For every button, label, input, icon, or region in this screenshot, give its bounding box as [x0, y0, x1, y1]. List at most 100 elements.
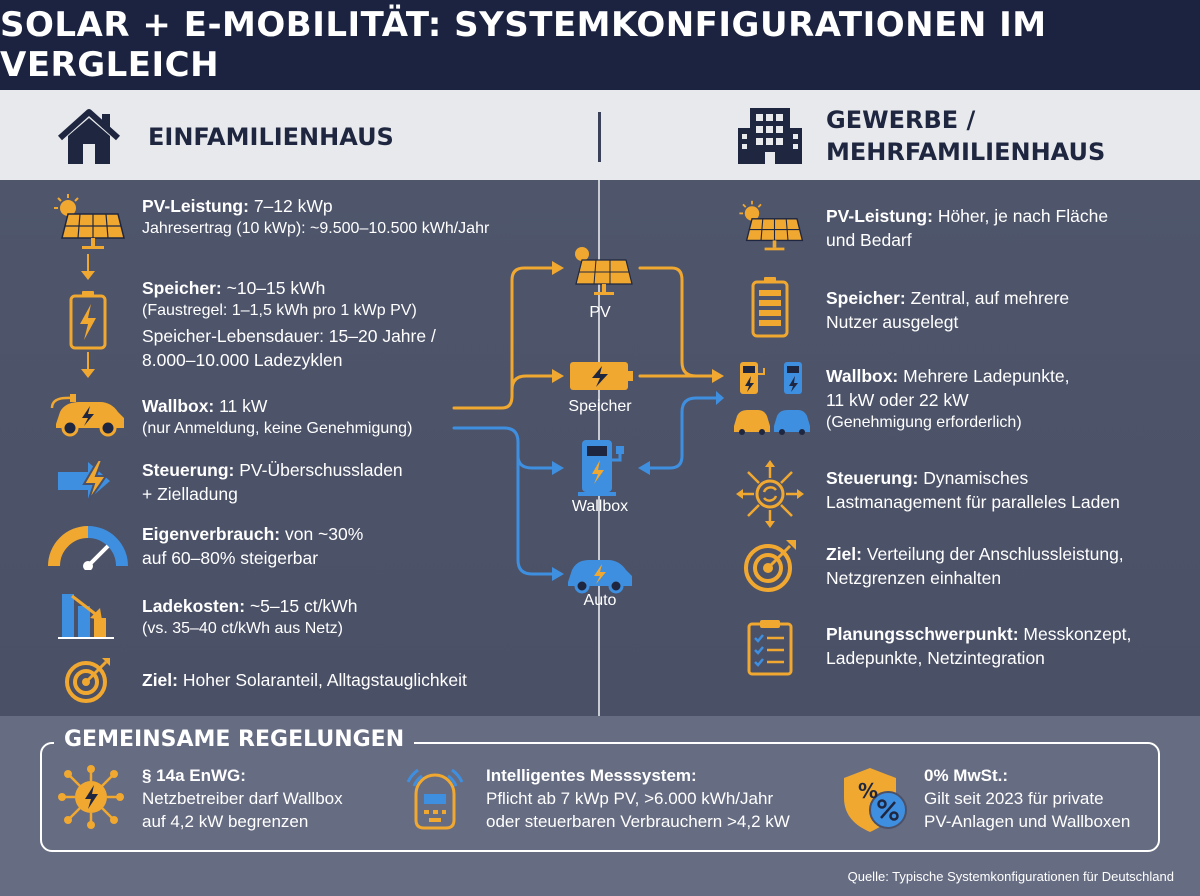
battery-full-icon [751, 277, 789, 338]
left-speicher-extra2: 8.000–10.000 Ladezyklen [142, 350, 343, 370]
left-header-title: EINFAMILIENHAUS [148, 123, 394, 151]
left-steuerung-line2: + Zielladung [142, 484, 238, 504]
rule-mwst-line1: Gilt seit 2023 für private [924, 789, 1104, 808]
left-kosten-sub: (vs. 35–40 ct/kWh aus Netz) [142, 620, 343, 637]
source-note: Quelle: Typische Systemkonfigurationen f… [847, 869, 1174, 884]
flow-wallbox-node-icon [578, 440, 624, 496]
right-wallbox-value: Mehrere Ladepunkte, [898, 366, 1070, 386]
rule-14a-line2: auf 4,2 kW begrenzen [142, 812, 309, 831]
right-wallbox-line2: 11 kW oder 22 kW [826, 390, 969, 410]
left-wallbox-value: 11 kW [214, 396, 268, 416]
left-speicher-extra1: Speicher-Lebensdauer: 15–20 Jahre / [142, 326, 436, 346]
gauge-icon [48, 526, 128, 570]
left-eigen-value: von ~30% [280, 524, 364, 544]
right-header-line2: MEHRFAMILIENHAUS [826, 138, 1106, 166]
right-header: GEWERBE / MEHRFAMILIENHAUS [736, 104, 1105, 168]
left-pv-value: 7–12 kWp [248, 196, 333, 216]
svg-text:%: % [858, 779, 878, 803]
grid-network-bolt-icon [58, 765, 124, 829]
rule-mwst-title: 0% MwSt.: [924, 766, 1009, 785]
flow-auto-node-icon [568, 560, 632, 594]
arrow-pv-to-speicher [81, 254, 95, 280]
left-header: EINFAMILIENHAUS [56, 108, 394, 166]
right-wallbox-label: Wallbox: [826, 366, 899, 386]
left-item-steuerung: Steuerung: PV-Überschussladen + Zielladu… [48, 458, 403, 506]
left-ziel-label: Ziel: [142, 670, 178, 690]
rules-title: GEMEINSAME REGELUNGEN [54, 727, 415, 752]
rules-box [40, 742, 1160, 852]
left-item-ladekosten: Ladekosten: ~5–15 ct/kWh (vs. 35–40 ct/k… [48, 588, 357, 640]
building-icon [738, 108, 802, 164]
rule-messsystem: Intelligentes Messsystem: Pflicht ab 7 k… [400, 764, 790, 833]
flow-label-pv: PV [589, 304, 611, 321]
right-steuerung-label: Steuerung: [826, 468, 919, 488]
left-steuerung-value: PV-Überschussladen [234, 460, 403, 480]
left-speicher-value: ~10–15 kWh [221, 278, 326, 298]
right-item-steuerung: Steuerung: Dynamisches Lastmanagement fü… [730, 458, 1120, 530]
rule-14a-title: § 14a EnWG: [142, 766, 246, 785]
right-speicher-value: Zentral, auf mehrere [905, 288, 1070, 308]
right-ziel-value: Verteilung der Anschlussleistung, [861, 544, 1124, 564]
title-bar: SOLAR + E-MOBILITÄT: SYSTEMKONFIGURATION… [0, 0, 1200, 90]
left-item-wallbox: Wallbox: 11 kW (nur Anmeldung, keine Gen… [48, 388, 412, 440]
right-wallbox-sub: (Genehmigung erforderlich) [826, 414, 1022, 431]
left-item-eigenverbrauch: Eigenverbrauch: von ~30% auf 60–80% stei… [48, 522, 363, 570]
percent-shield-icon: % [844, 768, 907, 832]
left-eigen-label: Eigenverbrauch: [142, 524, 281, 544]
flow-diagram [452, 247, 724, 594]
rule-messsystem-line1: Pflicht ab 7 kWp PV, >6.000 kWh/Jahr [486, 789, 774, 808]
right-header-line1: GEWERBE / [826, 106, 976, 134]
left-item-pv: PV-Leistung: 7–12 kWp Jahresertrag (10 k… [48, 194, 489, 250]
left-speicher-label: Speicher: [142, 278, 222, 298]
rule-messsystem-line2: oder steuerbaren Verbrauchern >4,2 kW [486, 812, 790, 831]
left-pv-label: PV-Leistung: [142, 196, 249, 216]
rule-14a-line1: Netzbetreiber darf Wallbox [142, 789, 343, 808]
page-title: SOLAR + E-MOBILITÄT: SYSTEMKONFIGURATION… [0, 5, 1047, 85]
target-icon [744, 540, 796, 592]
left-ziel-value: Hoher Solaranteil, Alltagstauglichkeit [177, 670, 467, 690]
flow-label-speicher: Speicher [568, 398, 632, 415]
right-item-wallbox: Wallbox: Mehrere Ladepunkte, 11 kW oder … [730, 360, 1070, 436]
ev-car-icon [50, 394, 124, 437]
right-planung-value: Messkonzept, [1018, 624, 1132, 644]
multi-charger-icon [734, 362, 810, 435]
flow-line-wallbox-to-pv [452, 266, 554, 410]
right-pv-value: Höher, je nach Fläche [932, 206, 1109, 226]
right-item-pv: PV-Leistung: Höher, je nach Fläche und B… [730, 198, 1108, 254]
left-pv-sub: Jahresertrag (10 kWp): ~9.500–10.500 kWh… [142, 220, 490, 237]
flow-label-wallbox: Wallbox [571, 498, 629, 515]
left-wallbox-label: Wallbox: [142, 396, 215, 416]
right-item-ziel: Ziel: Verteilung der Anschlussleistung, … [730, 538, 1124, 594]
rule-messsystem-title: Intelligentes Messsystem: [486, 766, 697, 785]
right-steuerung-value: Dynamisches [918, 468, 1029, 488]
right-speicher-label: Speicher: [826, 288, 906, 308]
flow-line-left-to-auto [516, 454, 554, 576]
rule-mwst-line2: PV-Anlagen und Wallboxen [924, 812, 1131, 831]
target-icon [65, 658, 110, 703]
solar-panel-icon [54, 194, 125, 249]
header-divider [598, 112, 601, 162]
right-speicher-line2: Nutzer ausgelegt [826, 312, 959, 332]
flow-speicher-node-icon [570, 362, 633, 390]
right-pv-line2: und Bedarf [826, 230, 912, 250]
solar-panel-icon [739, 200, 804, 251]
smart-meter-icon [406, 768, 464, 830]
right-header-title: GEWERBE / MEHRFAMILIENHAUS [826, 104, 1105, 168]
rule-mwst: % 0% MwSt.: Gilt seit 2023 für private P… [840, 764, 1130, 834]
flow-line-gewerbe-to-wallbox [644, 396, 718, 470]
load-management-icon [736, 460, 804, 528]
right-ziel-label: Ziel: [826, 544, 862, 564]
right-pv-label: PV-Leistung: [826, 206, 933, 226]
left-kosten-value: ~5–15 ct/kWh [245, 596, 358, 616]
flow-pv-node-icon [575, 247, 633, 295]
right-item-planung: Planungsschwerpunkt: Messkonzept, Ladepu… [730, 618, 1131, 676]
right-planung-label: Planungsschwerpunkt: [826, 624, 1019, 644]
house-icon [57, 109, 121, 164]
left-steuerung-label: Steuerung: [142, 460, 235, 480]
left-item-ziel: Ziel: Hoher Solaranteil, Alltagstauglich… [48, 656, 467, 704]
right-planung-line2: Ladepunkte, Netzintegration [826, 648, 1045, 668]
flow-line-pv-to-gewerbe [638, 266, 718, 378]
right-item-speicher: Speicher: Zentral, auf mehrere Nutzer au… [730, 276, 1069, 338]
clipboard-checklist-icon [747, 620, 793, 676]
smart-control-arrow-icon [58, 459, 110, 503]
